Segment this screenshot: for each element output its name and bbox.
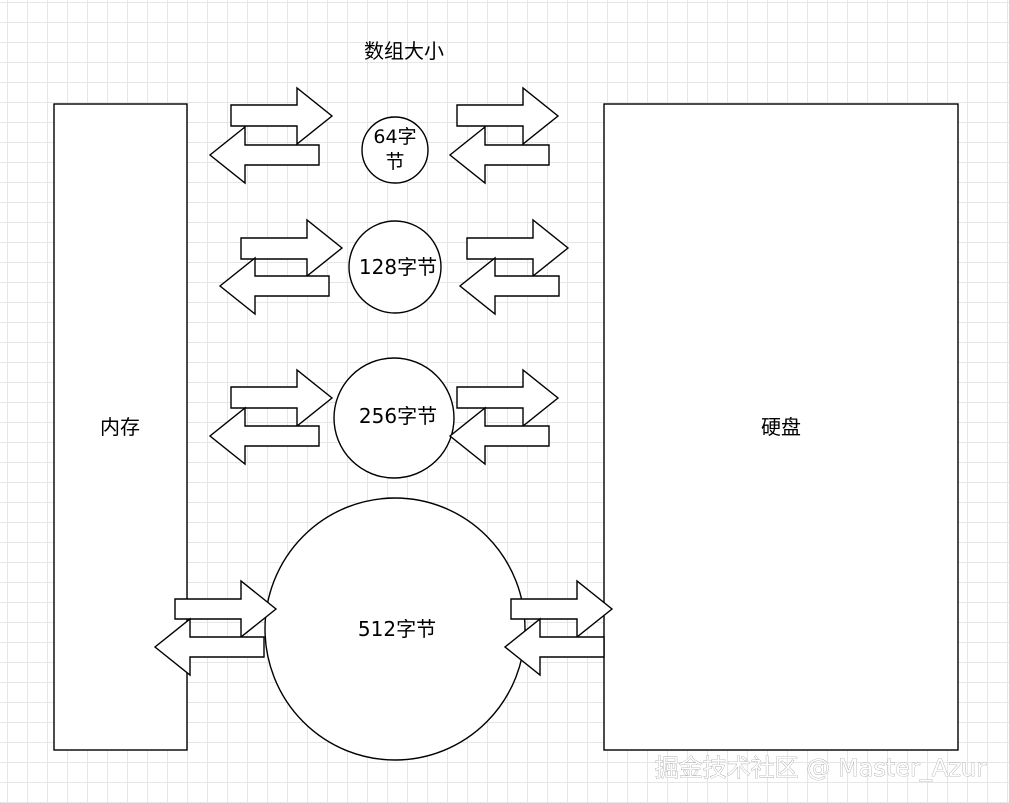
memory-label: 内存: [100, 415, 140, 439]
size-256-label: 256字节: [359, 404, 437, 428]
transfer-arrows-memory-64: [208, 86, 334, 185]
left-arrow-icon: [218, 256, 330, 316]
transfer-arrows-128-disk: [458, 218, 570, 316]
right-arrow-icon: [230, 368, 334, 428]
watermark-text: 掘金技术社区 @ Master_Azur: [655, 754, 986, 782]
size-64-label-line1: 64字: [373, 126, 416, 148]
left-arrow-icon: [458, 256, 560, 316]
size-512-label: 512字节: [358, 617, 436, 641]
size-circle-64[interactable]: [361, 116, 429, 184]
left-arrow-icon: [208, 406, 320, 466]
left-arrow-icon: [503, 617, 605, 677]
right-arrow-icon: [510, 579, 614, 639]
size-circle-128[interactable]: [348, 220, 442, 314]
diagram-title: 数组大小: [364, 39, 444, 63]
size-circle-256[interactable]: [333, 357, 455, 479]
transfer-arrows-256-disk: [448, 368, 560, 466]
transfer-arrows-memory-256: [208, 368, 334, 466]
size-64-label-line2: 节: [385, 151, 404, 173]
disk-box[interactable]: [603, 103, 959, 751]
size-circle-512[interactable]: [264, 497, 526, 761]
size-128-label: 128字节: [359, 255, 437, 279]
right-arrow-icon: [240, 218, 344, 278]
right-arrow-icon: [466, 218, 570, 278]
right-arrow-icon: [230, 86, 334, 146]
transfer-arrows-memory-512: [153, 579, 278, 677]
left-arrow-icon: [448, 406, 550, 466]
disk-label: 硬盘: [761, 415, 801, 439]
transfer-arrows-512-disk: [503, 579, 614, 677]
right-arrow-icon: [174, 579, 278, 639]
transfer-arrows-64-disk: [448, 86, 560, 185]
right-arrow-icon: [456, 86, 560, 146]
left-arrow-icon: [153, 617, 265, 677]
transfer-arrows-memory-128: [218, 218, 344, 316]
right-arrow-icon: [456, 368, 560, 428]
left-arrow-icon: [208, 125, 320, 185]
left-arrow-icon: [448, 125, 550, 185]
